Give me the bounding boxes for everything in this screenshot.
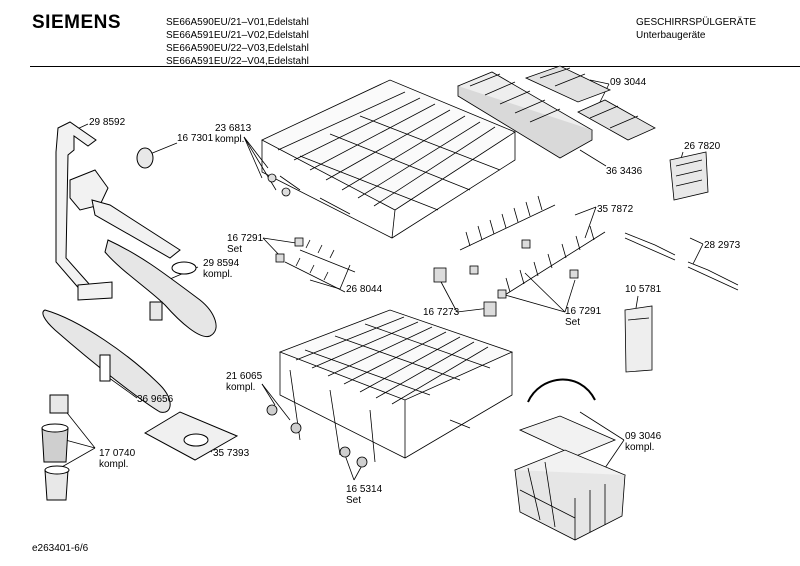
part-number: 10 5781	[625, 284, 662, 295]
part-note: Set	[346, 495, 362, 506]
lower-basket	[266, 309, 514, 468]
part-label: 26 8044	[346, 284, 382, 295]
category-title: GESCHIRRSPÜLGERÄTE	[636, 17, 757, 28]
part-label: 16 5314 Set	[346, 484, 382, 506]
cutlery-basket	[513, 378, 626, 541]
model-line: SE66A590EU/22–V03,Edelstahl	[166, 43, 309, 54]
brand-logo: SIEMENS	[32, 12, 122, 33]
part-number: 16 7273	[423, 307, 460, 318]
model-list: SE66A590EU/21–V01,Edelstahl SE66A591EU/2…	[166, 16, 309, 68]
part-number: 23 6813	[215, 123, 252, 134]
part-label: 36 3436	[606, 166, 642, 177]
part-number: 35 7393	[213, 448, 250, 459]
flat-filter	[143, 411, 239, 461]
part-label: 35 7393	[213, 448, 249, 459]
part-label: 16 7301	[177, 133, 213, 144]
part-number: 16 7301	[177, 133, 214, 144]
part-number: 26 7820	[684, 141, 721, 152]
part-note: kompl.	[215, 134, 245, 145]
part-number: 26 8044	[346, 284, 383, 295]
model-line: SE66A591EU/21–V02,Edelstahl	[166, 30, 309, 41]
part-label: 35 7872	[597, 204, 633, 215]
filter-parts	[41, 147, 163, 501]
part-label: 16 7291 Set	[227, 233, 263, 255]
upper-spray-arm	[104, 239, 217, 338]
part-label: 09 3044	[610, 77, 646, 88]
model-line: SE66A590EU/21–V01,Edelstahl	[166, 17, 309, 28]
part-note: kompl.	[625, 442, 655, 453]
category-subtitle: Unterbaugeräte	[636, 30, 706, 41]
part-number: 17 0740	[99, 448, 136, 459]
part-note: kompl.	[226, 382, 256, 393]
part-label: 23 6813 kompl.	[215, 123, 251, 145]
part-number: 36 3436	[606, 166, 643, 177]
part-number: 35 7872	[597, 204, 634, 215]
category-block: GESCHIRRSPÜLGERÄTE Unterbaugeräte	[636, 16, 756, 42]
part-label: 26 7820	[684, 141, 720, 152]
cutlery-tray	[457, 71, 593, 159]
part-number: 09 3044	[610, 77, 647, 88]
part-label: 29 8594 kompl.	[203, 258, 239, 280]
part-label: 16 7291 Set	[565, 306, 601, 328]
part-note: Set	[227, 244, 243, 255]
part-number: 16 7291	[565, 306, 602, 317]
part-label: 17 0740 kompl.	[99, 448, 135, 470]
part-label: 28 2973	[704, 240, 740, 251]
part-number: 29 8594	[203, 258, 240, 269]
spray-arm-tube	[55, 121, 181, 301]
part-note: kompl.	[203, 269, 233, 280]
upper-basket	[261, 79, 516, 239]
part-label: 09 3046 kompl.	[625, 431, 661, 453]
part-label: 29 8592	[89, 117, 125, 128]
part-label: 10 5781	[625, 284, 661, 295]
header-divider	[30, 66, 800, 67]
part-number: 21 6065	[226, 371, 263, 382]
grid-inserts	[524, 65, 656, 141]
tine-rows	[284, 195, 606, 299]
part-note: kompl.	[99, 459, 129, 470]
part-number: 09 3046	[625, 431, 662, 442]
part-label: 36 9656	[137, 394, 173, 405]
part-label: 16 7273	[423, 307, 459, 318]
part-label: 21 6065 kompl.	[226, 371, 262, 393]
part-number: 29 8592	[89, 117, 126, 128]
lower-spray-arm	[42, 309, 171, 413]
stair-racks	[624, 232, 739, 291]
part-note: Set	[565, 317, 581, 328]
model-line: SE66A591EU/22–V04,Edelstahl	[166, 56, 309, 67]
part-number: 16 5314	[346, 484, 383, 495]
clips	[275, 237, 579, 317]
cutlery-holder	[624, 305, 653, 373]
cutlery-basket-small	[669, 151, 709, 201]
part-number: 36 9656	[137, 394, 174, 405]
part-number: 28 2973	[704, 240, 741, 251]
drawing-id: e263401-6/6	[32, 543, 89, 554]
part-number: 16 7291	[227, 233, 264, 244]
